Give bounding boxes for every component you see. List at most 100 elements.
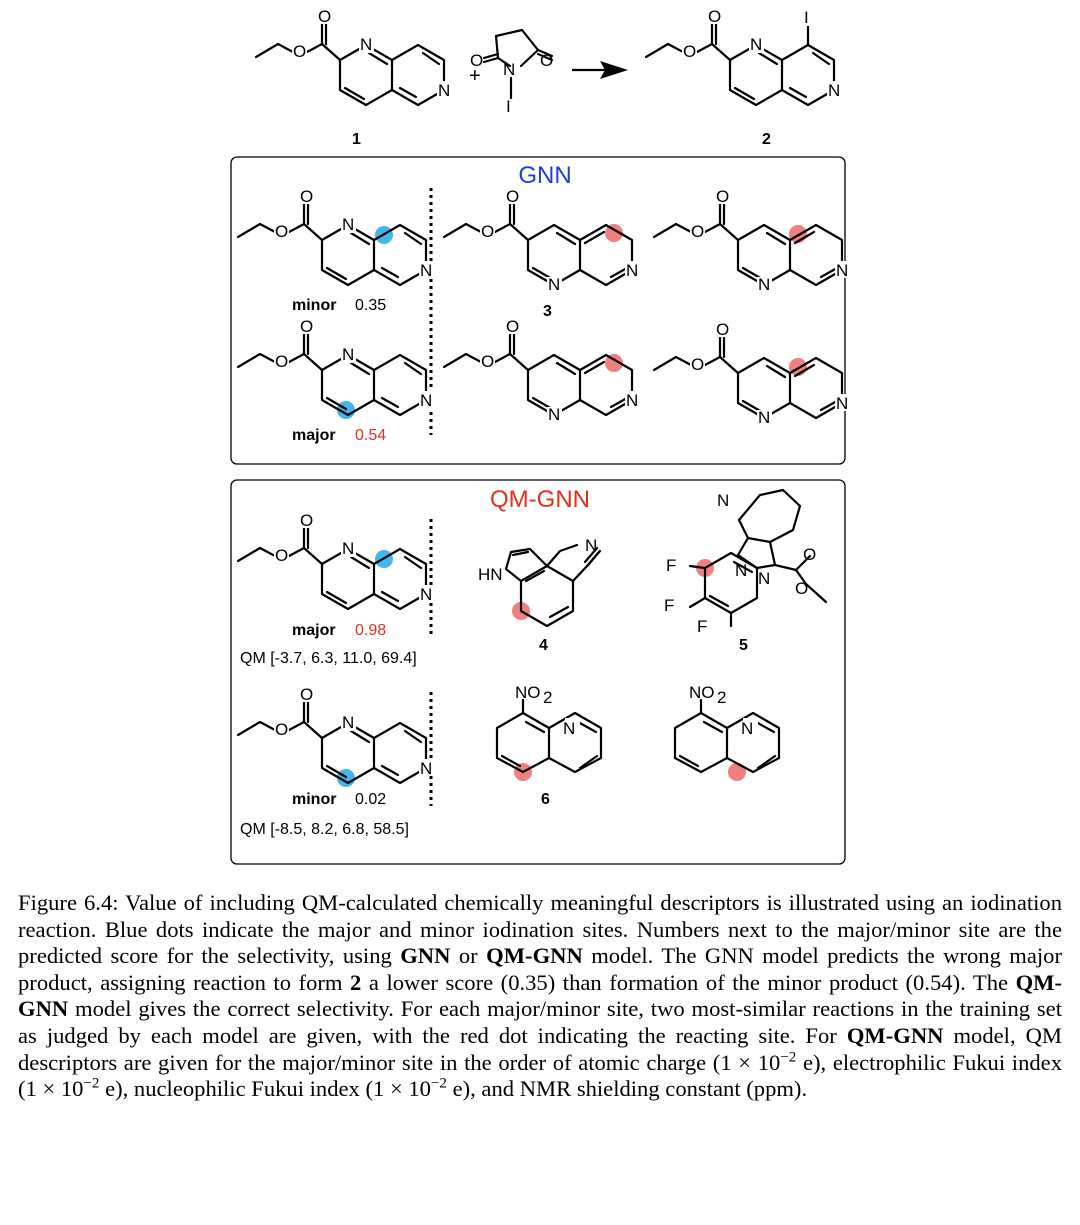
svg-text:O: O <box>691 355 704 374</box>
svg-text:N: N <box>741 719 753 738</box>
gnn-similar-compound-3: N N O O <box>442 186 642 296</box>
qm-similar-compound-4: HN N <box>478 536 602 628</box>
svg-text:N: N <box>548 405 560 424</box>
gnn-similar-compound-d: N N O O <box>652 319 852 429</box>
svg-text:N: N <box>438 81 450 100</box>
svg-text:O: O <box>716 187 729 206</box>
svg-text:N: N <box>342 215 354 234</box>
n-iodosuccinimide: N O O I <box>470 28 553 116</box>
reactant-1: N N O O <box>254 6 454 107</box>
compound-label-5: 5 <box>739 637 748 654</box>
svg-text:F: F <box>697 617 707 636</box>
compound-label-4: 4 <box>539 637 548 654</box>
svg-text:O: O <box>293 42 306 61</box>
svg-text:N: N <box>836 394 848 413</box>
svg-text:O: O <box>275 720 288 739</box>
svg-text:N: N <box>758 275 770 294</box>
svg-text:N: N <box>750 35 762 54</box>
svg-text:O: O <box>691 222 704 241</box>
svg-text:O: O <box>540 51 553 70</box>
svg-text:O: O <box>275 352 288 371</box>
svg-text:O: O <box>300 511 313 530</box>
compound-label-6: 6 <box>541 791 550 808</box>
svg-text:O: O <box>795 579 808 598</box>
svg-text:N: N <box>420 391 432 410</box>
qm-minor-tag: minor <box>292 791 336 808</box>
svg-text:N: N <box>626 391 638 410</box>
svg-text:N: N <box>342 713 354 732</box>
gnn-major-tag: major <box>292 427 336 444</box>
svg-text:N: N <box>836 261 848 280</box>
svg-text:N: N <box>360 35 372 54</box>
svg-text:N: N <box>563 719 575 738</box>
svg-text:N: N <box>758 569 770 588</box>
svg-text:N: N <box>735 561 747 580</box>
svg-text:F: F <box>664 596 674 615</box>
svg-text:N: N <box>585 536 597 555</box>
svg-text:O: O <box>275 222 288 241</box>
svg-text:O: O <box>275 546 288 565</box>
svg-text:2: 2 <box>717 688 726 707</box>
qm-major-descriptors: QM [-3.7, 6.3, 11.0, 69.4] <box>240 650 417 667</box>
qm-similar-compound-d: N NO 2 <box>673 683 781 781</box>
svg-text:N: N <box>342 539 354 558</box>
svg-text:N: N <box>420 759 432 778</box>
gnn-similar-compound-c: N N O O <box>442 316 642 426</box>
svg-text:O: O <box>506 317 519 336</box>
compound-label-1: 1 <box>352 131 361 148</box>
qm-gnn-title: QM-GNN <box>490 486 590 513</box>
svg-text:NO: NO <box>515 683 541 702</box>
reaction-arrow <box>572 61 628 79</box>
svg-text:O: O <box>803 545 816 564</box>
reaction-figure: N N O O + N O O I N N O O I 1 2 GNN N <box>230 6 852 865</box>
gnn-similar-compound-b: N N O O <box>652 186 852 296</box>
svg-text:F: F <box>666 556 676 575</box>
compound-label-3: 3 <box>543 303 552 320</box>
gnn-query-minor: N N O O <box>236 186 436 287</box>
svg-text:N: N <box>503 60 515 79</box>
gnn-major-score: 0.54 <box>355 427 386 444</box>
svg-text:I: I <box>506 97 511 116</box>
svg-text:2: 2 <box>543 688 552 707</box>
svg-text:N: N <box>342 345 354 364</box>
qm-query-minor: N N O O <box>236 684 436 787</box>
svg-text:O: O <box>683 42 696 61</box>
compound-label-2: 2 <box>762 131 771 148</box>
qm-similar-compound-6: N NO 2 <box>495 683 603 781</box>
svg-text:NO: NO <box>689 683 715 702</box>
gnn-minor-tag: minor <box>292 297 336 314</box>
qm-minor-descriptors: QM [-8.5, 8.2, 6.8, 58.5] <box>240 821 409 838</box>
svg-text:N: N <box>758 408 770 427</box>
svg-text:O: O <box>300 685 313 704</box>
svg-text:O: O <box>470 51 483 70</box>
qm-similar-compound-5: F F F N N N O O <box>664 488 828 636</box>
gnn-query-major: N N O O <box>236 316 436 419</box>
figure-caption: Figure 6.4: Value of including QM-calcul… <box>18 890 1063 1102</box>
product-2: N N O O I <box>644 6 844 107</box>
qm-major-score: 0.98 <box>355 622 386 639</box>
svg-text:N: N <box>626 261 638 280</box>
svg-text:HN: HN <box>478 565 503 584</box>
plus-sign: + <box>469 65 481 87</box>
svg-text:N: N <box>717 491 729 510</box>
qm-gnn-panel <box>230 479 846 865</box>
gnn-panel <box>230 156 846 465</box>
svg-text:O: O <box>506 187 519 206</box>
qm-minor-score: 0.02 <box>355 791 386 808</box>
svg-text:O: O <box>716 320 729 339</box>
svg-text:O: O <box>481 222 494 241</box>
svg-text:N: N <box>548 275 560 294</box>
svg-text:N: N <box>420 261 432 280</box>
gnn-minor-score: 0.35 <box>355 297 386 314</box>
svg-text:O: O <box>318 7 331 26</box>
svg-text:O: O <box>481 352 494 371</box>
qm-query-major: N N O O <box>236 510 436 611</box>
svg-text:N: N <box>420 585 432 604</box>
svg-text:O: O <box>300 187 313 206</box>
svg-text:I: I <box>804 8 809 27</box>
svg-text:N: N <box>828 81 840 100</box>
qm-major-tag: major <box>292 622 336 639</box>
svg-text:O: O <box>300 317 313 336</box>
svg-text:O: O <box>708 7 721 26</box>
gnn-title: GNN <box>518 162 571 189</box>
